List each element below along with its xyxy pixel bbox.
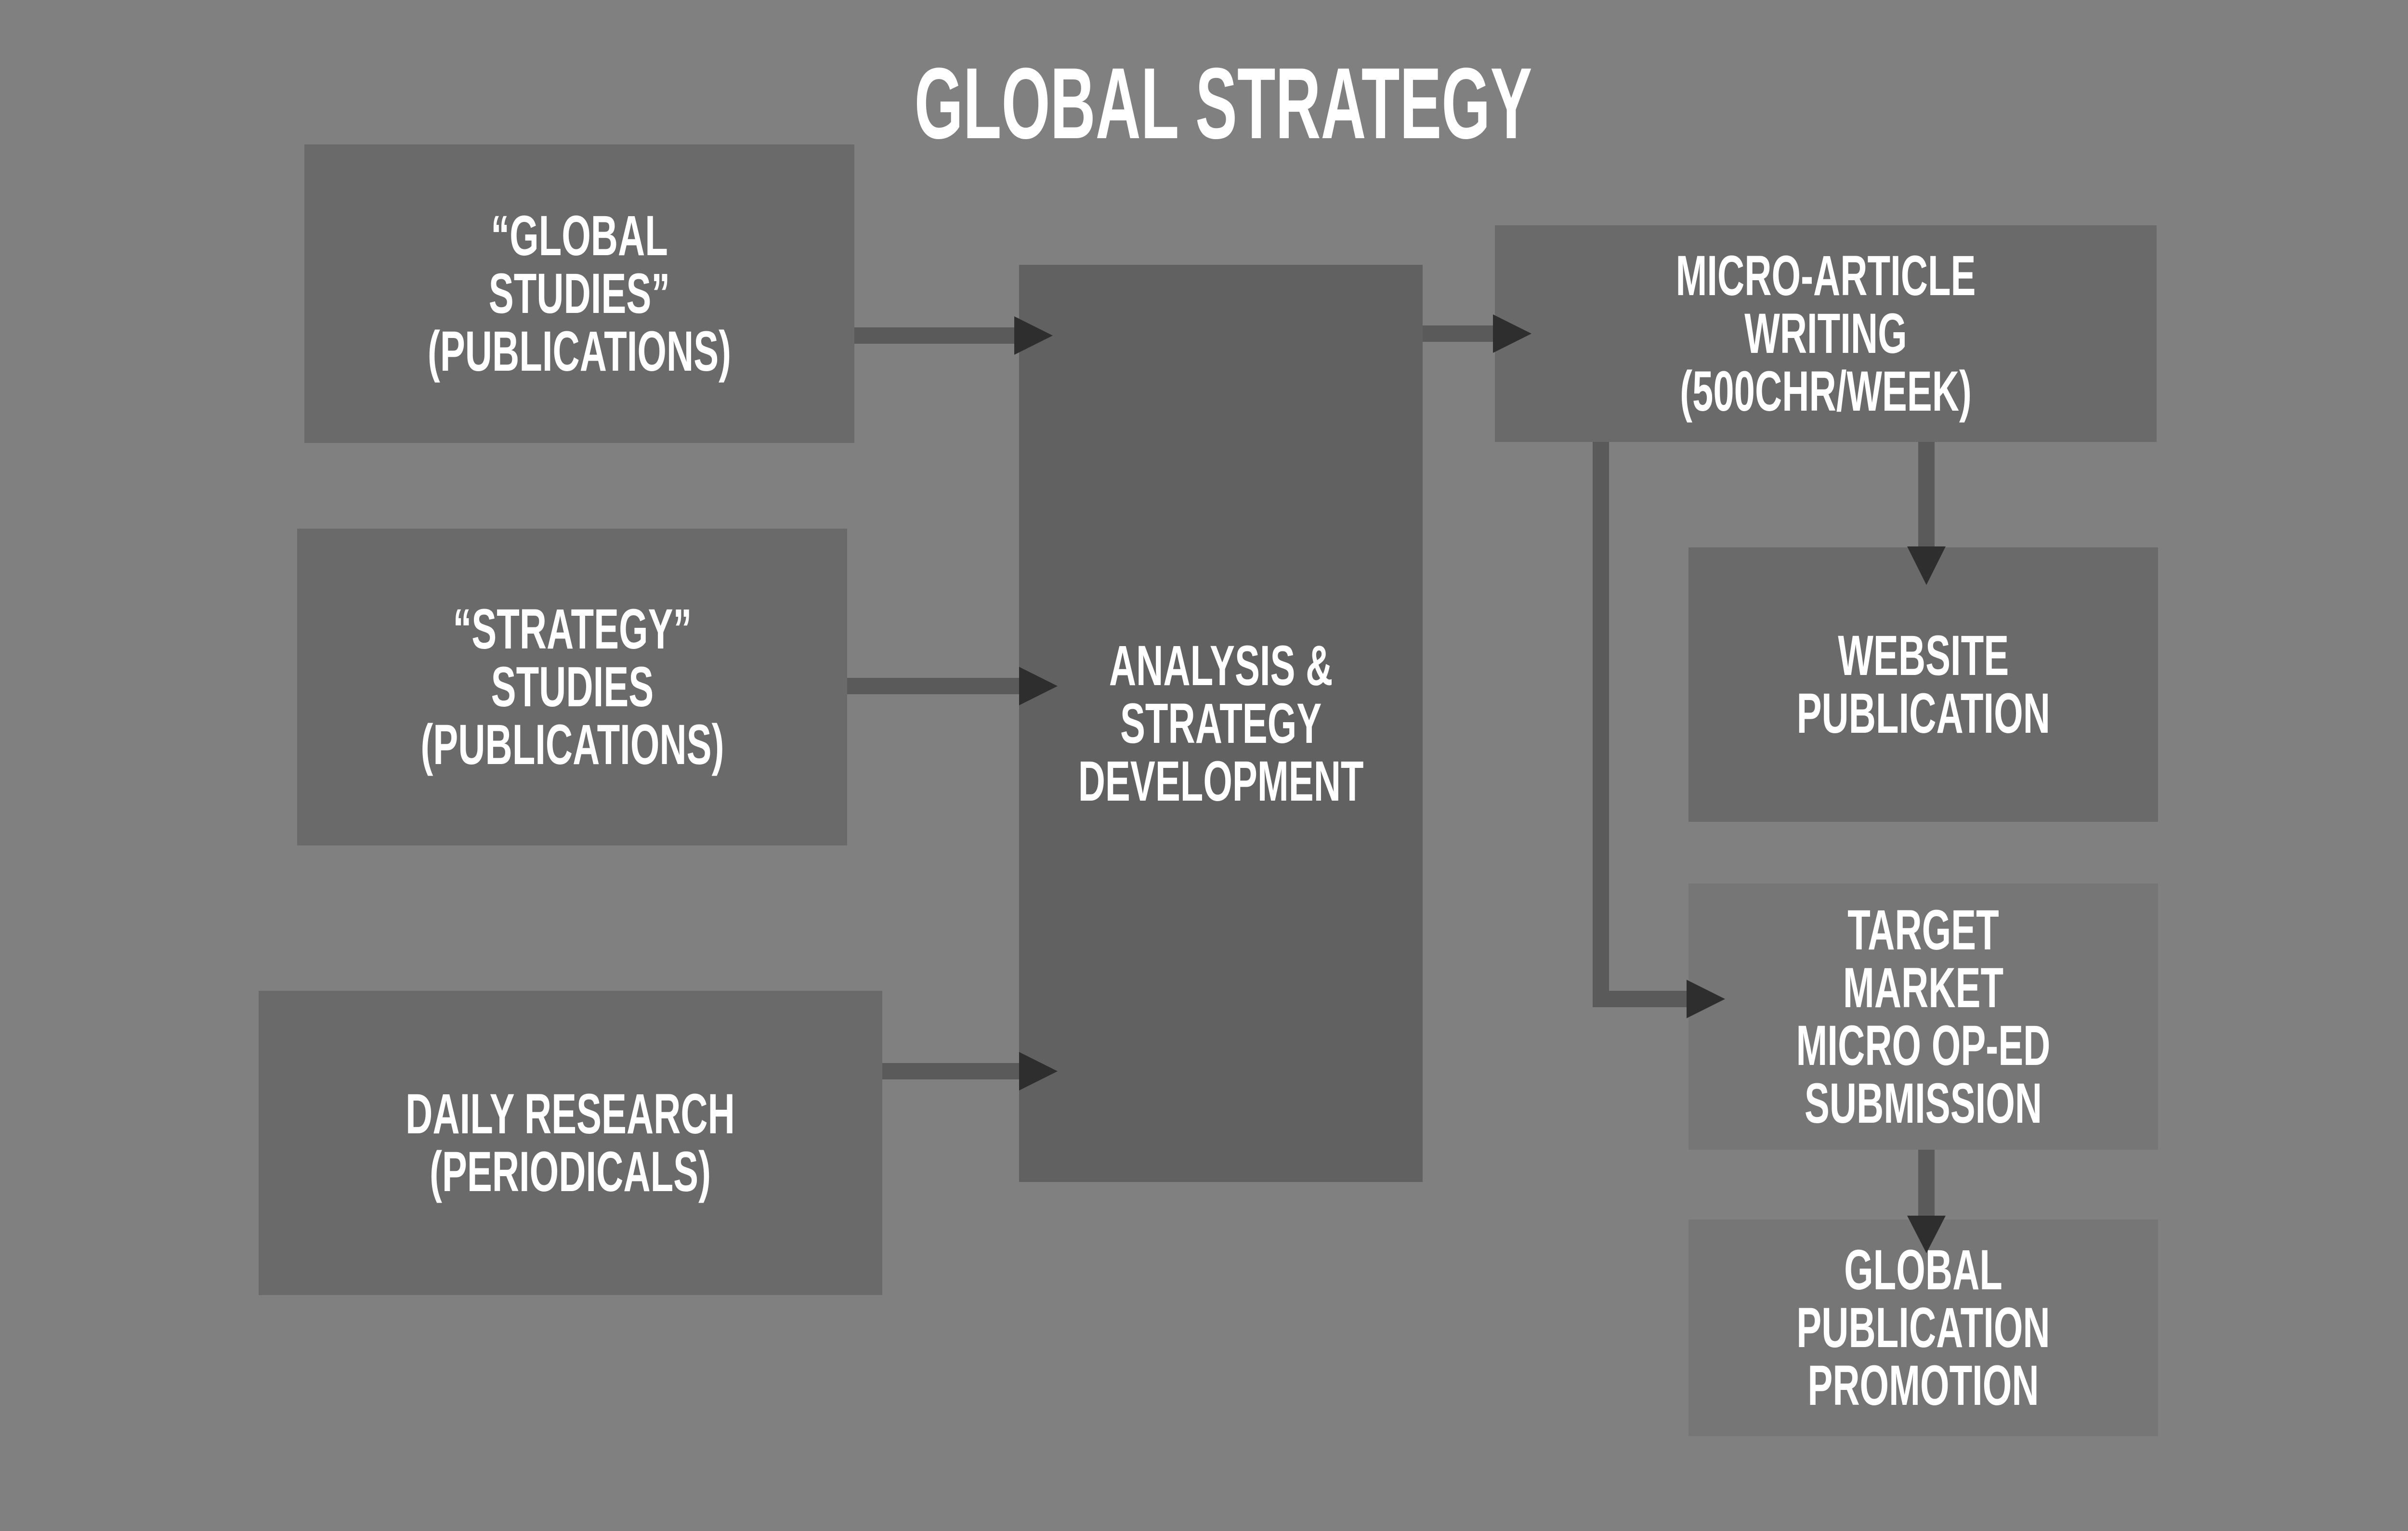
edge-micro-article-to-target-market-line xyxy=(1593,442,1690,1007)
node-analysis-label: ANALYSIS & STRATEGY DEVELOPMENT xyxy=(1078,634,1364,813)
node-global-studies: “GLOBAL STUDIES” (PUBLICATIONS) xyxy=(304,144,854,443)
diagram-title: GLOBAL STRATEGY xyxy=(914,47,1532,160)
node-analysis-strategy-development: ANALYSIS & STRATEGY DEVELOPMENT xyxy=(1019,265,1423,1182)
node-target-market-label: TARGET MARKET MICRO OP-ED SUBMISSION xyxy=(1796,898,2051,1135)
node-daily-research-label: DAILY RESEARCH (PERIODICALS) xyxy=(406,1082,735,1204)
node-website-publication: WEBSITE PUBLICATION xyxy=(1688,547,2158,822)
node-global-promotion-label: GLOBAL PUBLICATION PROMOTION xyxy=(1796,1238,2050,1417)
node-website-label: WEBSITE PUBLICATION xyxy=(1796,624,2050,745)
node-micro-article-label: MICRO-ARTICLE WRITING (500CHR/WEEK) xyxy=(1675,244,1976,423)
node-daily-research: DAILY RESEARCH (PERIODICALS) xyxy=(259,991,882,1295)
node-target-market-submission: TARGET MARKET MICRO OP-ED SUBMISSION xyxy=(1688,883,2158,1150)
node-global-publication-promotion: GLOBAL PUBLICATION PROMOTION xyxy=(1688,1220,2158,1436)
node-global-studies-label: “GLOBAL STUDIES” (PUBLICATIONS) xyxy=(427,204,732,383)
node-micro-article-writing: MICRO-ARTICLE WRITING (500CHR/WEEK) xyxy=(1495,225,2157,442)
node-strategy-studies-label: “STRATEGY” STUDIES (PUBLICATIONS) xyxy=(420,597,724,777)
node-strategy-studies: “STRATEGY” STUDIES (PUBLICATIONS) xyxy=(297,529,847,845)
